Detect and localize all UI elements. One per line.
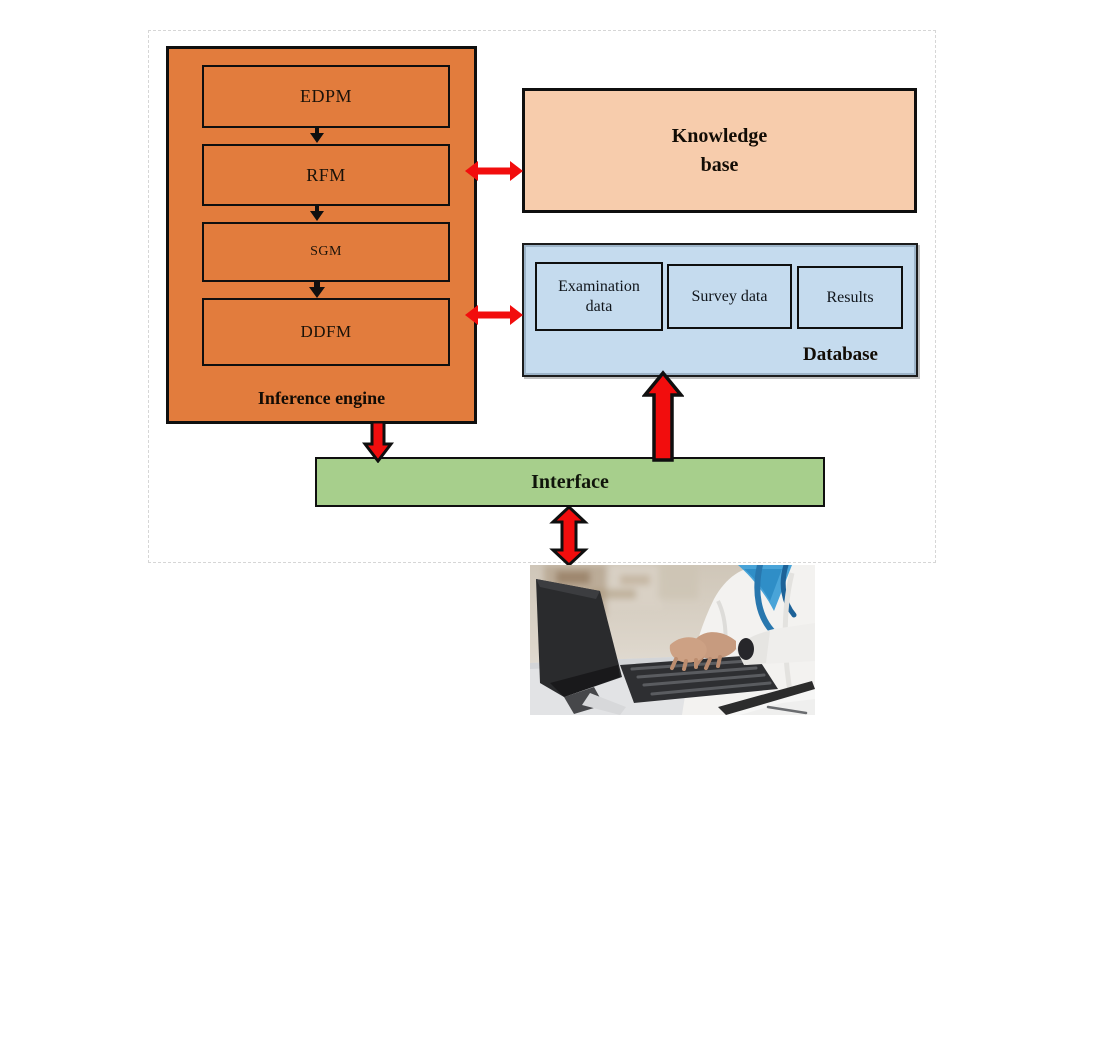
module-ddfm: DDFM xyxy=(202,298,450,366)
red-down-arrow-icon xyxy=(362,421,394,463)
doctor-typing-photo xyxy=(530,565,815,715)
module-edpm-label: EDPM xyxy=(299,86,352,106)
inference-engine-label: Inference engine xyxy=(257,388,386,408)
red-up-arrow-icon xyxy=(642,370,684,462)
database-item-results: Results xyxy=(797,266,903,329)
interface-box: Interface xyxy=(315,457,825,507)
survey-data-label: Survey data xyxy=(691,287,768,305)
knowledge-base-label-line1: Knowledge xyxy=(671,124,768,147)
database-label: Database xyxy=(803,344,878,365)
module-rfm: RFM xyxy=(202,144,450,206)
black-down-arrow-icon xyxy=(308,281,326,298)
red-double-vertical-arrow-icon xyxy=(548,504,590,568)
knowledge-base-label-line2: base xyxy=(700,153,739,176)
red-double-horizontal-arrow-icon xyxy=(465,160,523,182)
module-rfm-label: RFM xyxy=(306,164,346,185)
red-double-horizontal-arrow-icon xyxy=(465,304,523,326)
black-down-arrow-icon xyxy=(308,205,326,222)
database-box: Examination data Survey data Results Dat… xyxy=(522,243,918,377)
examination-data-label: Examination data xyxy=(558,277,640,315)
results-label: Results xyxy=(826,288,874,306)
database-item-examination-data: Examination data xyxy=(535,262,663,331)
knowledge-base-box: Knowledge base xyxy=(522,88,917,213)
interface-label: Interface xyxy=(531,470,609,493)
module-edpm: EDPM xyxy=(202,65,450,128)
module-sgm-label: SGM xyxy=(310,244,342,259)
black-down-arrow-icon xyxy=(308,127,326,144)
inference-engine-box: EDPM RFM SGM DDFM Inference engine xyxy=(166,46,477,424)
module-sgm: SGM xyxy=(202,222,450,282)
module-ddfm-label: DDFM xyxy=(300,322,352,341)
database-item-survey-data: Survey data xyxy=(667,264,792,329)
